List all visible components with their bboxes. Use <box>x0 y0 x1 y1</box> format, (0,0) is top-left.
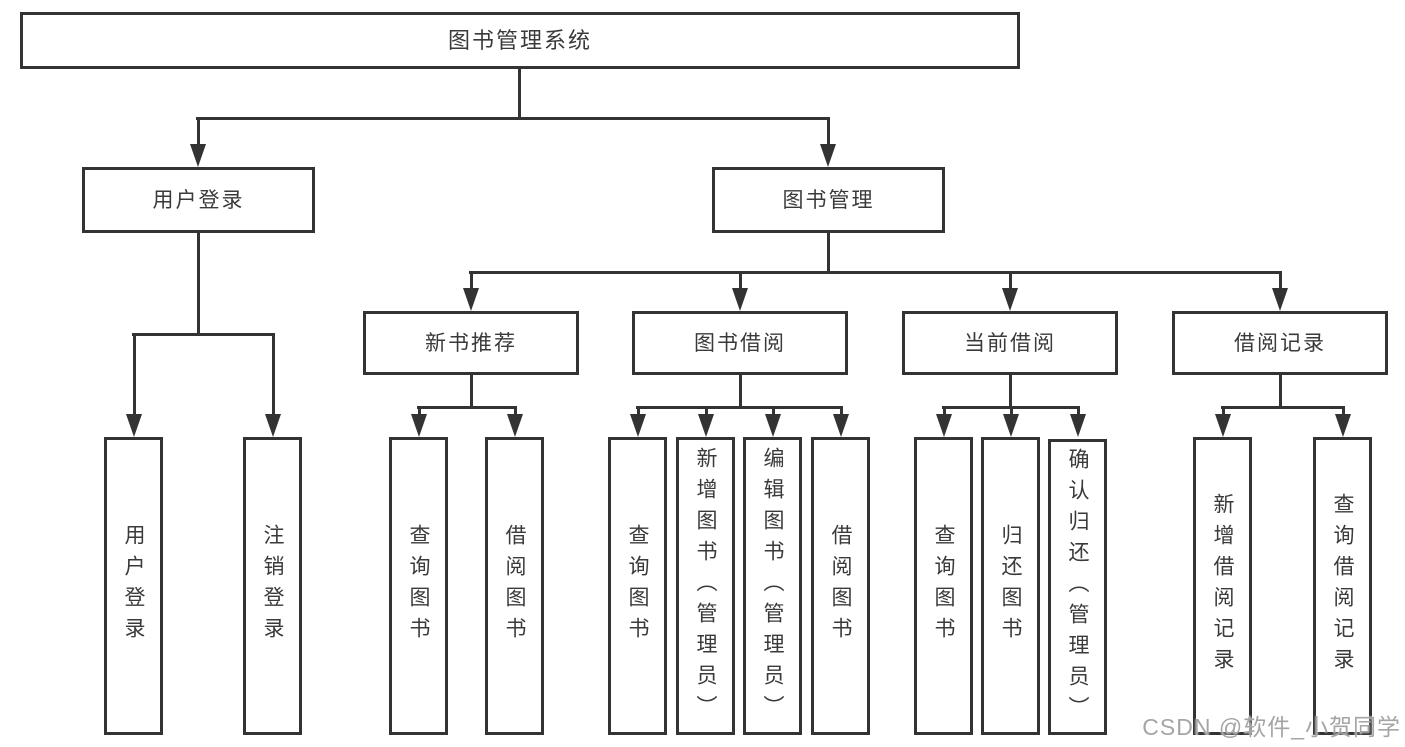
node-label: 新增图书（管理员） <box>694 446 717 726</box>
leaf-query-book-1: 查询图书 <box>389 437 448 735</box>
connector-line <box>1279 375 1282 408</box>
node-borrow-records: 借阅记录 <box>1172 311 1388 375</box>
node-library-system: 图书管理系统 <box>20 12 1020 69</box>
connector-line <box>272 333 275 417</box>
leaf-borrow-book-2: 借阅图书 <box>811 437 870 735</box>
connector-line <box>1010 406 1013 416</box>
node-label: 查询图书 <box>932 524 955 648</box>
connector-arrow <box>1215 414 1231 437</box>
leaf-add-borrow-record: 新增借阅记录 <box>1193 437 1252 735</box>
leaf-confirm-return-admin: 确认归还（管理员） <box>1048 439 1107 735</box>
connector-arrow <box>936 414 952 437</box>
connector-arrow <box>820 144 836 167</box>
connector-line <box>1222 406 1225 416</box>
connector-arrow <box>1070 414 1086 437</box>
connector-arrow <box>833 414 849 437</box>
leaf-user-login: 用户登录 <box>104 437 163 735</box>
node-label: 编辑图书（管理员） <box>761 446 784 726</box>
connector-line <box>470 375 473 408</box>
connector-line <box>470 271 473 291</box>
connector-line <box>840 406 843 416</box>
connector-line <box>417 406 517 409</box>
connector-arrow <box>507 414 523 437</box>
leaf-add-book-admin: 新增图书（管理员） <box>676 437 735 735</box>
connector-arrow <box>265 414 281 437</box>
connector-line <box>827 233 830 273</box>
node-user-login-group: 用户登录 <box>82 167 315 233</box>
connector-line <box>739 375 742 408</box>
connector-line <box>827 117 830 147</box>
connector-arrow <box>1272 288 1288 311</box>
connector-arrow <box>1335 414 1351 437</box>
connector-line <box>772 406 775 416</box>
node-current-borrow: 当前借阅 <box>902 311 1118 375</box>
node-label: 查询图书 <box>626 524 649 648</box>
node-label: 图书借阅 <box>694 331 786 355</box>
connector-line <box>197 117 200 147</box>
node-book-borrow: 图书借阅 <box>632 311 848 375</box>
node-label: 新书推荐 <box>425 331 517 355</box>
connector-line <box>637 406 640 416</box>
connector-arrow <box>411 414 427 437</box>
connector-arrow <box>1002 288 1018 311</box>
connector-line <box>943 406 946 416</box>
node-label: 当前借阅 <box>964 331 1056 355</box>
node-label: 新增借阅记录 <box>1211 493 1234 679</box>
connector-line <box>196 117 830 120</box>
connector-arrow <box>698 414 714 437</box>
connector-line <box>514 406 517 416</box>
node-label: 图书管理系统 <box>447 27 592 53</box>
node-label: 借阅图书 <box>503 524 526 648</box>
node-new-book-recommend: 新书推荐 <box>363 311 579 375</box>
node-label: 借阅记录 <box>1234 331 1326 355</box>
connector-line <box>418 406 421 416</box>
leaf-query-book-3: 查询图书 <box>914 437 973 735</box>
node-label: 注销登录 <box>261 524 284 648</box>
node-label: 确认归还（管理员） <box>1066 447 1089 727</box>
connector-arrow <box>126 414 142 437</box>
connector-arrow <box>190 144 206 167</box>
node-label: 查询图书 <box>407 524 430 648</box>
connector-line <box>1009 271 1012 291</box>
connector-line <box>1279 271 1282 291</box>
leaf-return-book: 归还图书 <box>981 437 1040 735</box>
connector-arrow <box>463 288 479 311</box>
connector-line <box>739 271 742 291</box>
leaf-edit-book-admin: 编辑图书（管理员） <box>743 437 802 735</box>
node-label: 用户登录 <box>152 188 245 212</box>
connector-line <box>469 271 1282 274</box>
node-label: 用户登录 <box>122 524 145 648</box>
leaf-query-book-2: 查询图书 <box>608 437 667 735</box>
connector-arrow <box>765 414 781 437</box>
leaf-borrow-book-1: 借阅图书 <box>485 437 544 735</box>
connector-line <box>197 233 200 335</box>
connector-arrow <box>1003 414 1019 437</box>
connector-line <box>1221 406 1345 409</box>
connector-line <box>636 406 843 409</box>
connector-line <box>133 333 136 417</box>
connector-line <box>132 333 275 336</box>
node-book-management: 图书管理 <box>712 167 945 233</box>
node-label: 查询借阅记录 <box>1331 493 1354 679</box>
node-label: 图书管理 <box>782 188 875 212</box>
watermark: CSDN @软件_小贺同学 <box>1142 714 1401 740</box>
connector-arrow <box>630 414 646 437</box>
node-label: 借阅图书 <box>829 524 852 648</box>
connector-line <box>518 69 521 119</box>
connector-line <box>705 406 708 416</box>
node-label: 归还图书 <box>999 524 1022 648</box>
connector-line <box>1077 406 1080 416</box>
leaf-query-borrow-record: 查询借阅记录 <box>1313 437 1372 735</box>
connector-arrow <box>732 288 748 311</box>
connector-line <box>1009 375 1012 408</box>
leaf-logout: 注销登录 <box>243 437 302 735</box>
connector-line <box>1342 406 1345 416</box>
